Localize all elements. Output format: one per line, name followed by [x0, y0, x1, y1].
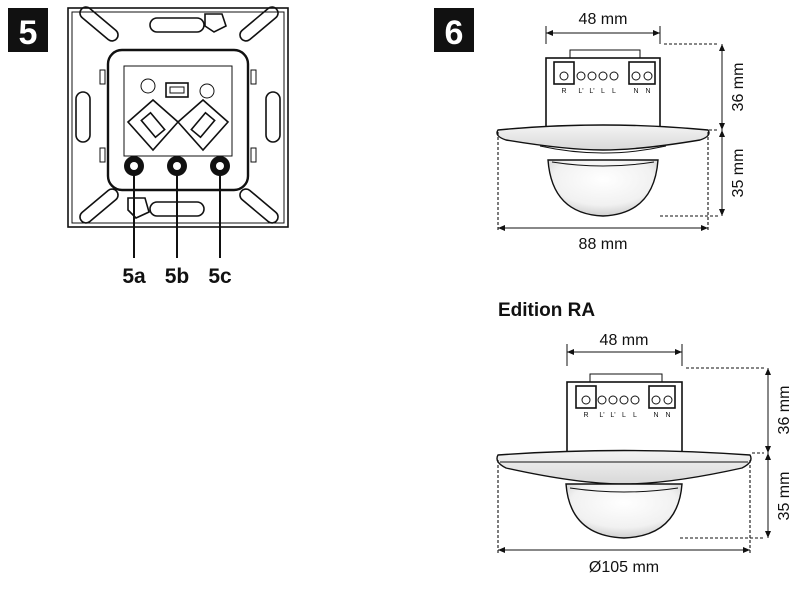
callout-5a: 5a — [122, 265, 146, 288]
standard-base-height: 36 mm — [730, 63, 747, 112]
standard-top-width: 48 mm — [579, 11, 628, 28]
edition-diameter: Ø105 mm — [589, 559, 659, 576]
edition-terminal-l2: L' — [610, 412, 615, 419]
edition-terminal-l3: L — [622, 412, 626, 419]
terminal-l1: L' — [578, 88, 583, 95]
figure-5-number: 5 — [19, 14, 38, 52]
figure-6-badge: 6 — [434, 8, 474, 52]
edition-dome-height: 35 mm — [776, 472, 793, 521]
standard-diameter: 88 mm — [579, 236, 628, 253]
detector-edition-ra: 48 mm R L' L' L L N N Ø105 mm — [496, 332, 793, 576]
terminal-l2: L' — [589, 88, 594, 95]
terminal-l4: L — [612, 88, 616, 95]
terminal-l3: L — [601, 88, 605, 95]
figure-5-badge: 5 — [8, 8, 48, 52]
terminal-n1: N — [633, 88, 638, 95]
edition-top-width: 48 mm — [600, 332, 649, 349]
figure-6-number: 6 — [445, 14, 464, 52]
edition-terminal-n2: N — [665, 412, 670, 419]
detector-standard: 48 mm R L' L' L L N N 88 mm — [496, 11, 747, 253]
edition-terminal-l1: L' — [599, 412, 604, 419]
edition-base-height: 36 mm — [776, 386, 793, 435]
callout-5c: 5c — [208, 265, 232, 288]
edition-terminal-l4: L — [633, 412, 637, 419]
edition-heading: Edition RA — [498, 300, 595, 321]
standard-dome-height: 35 mm — [730, 149, 747, 198]
terminal-r: R — [561, 88, 566, 95]
edition-terminal-n1: N — [653, 412, 658, 419]
callout-5b: 5b — [165, 265, 190, 288]
mounting-plate — [67, 6, 289, 258]
figure-5: 5 — [8, 6, 289, 288]
edition-terminal-r: R — [583, 412, 588, 419]
terminal-n2: N — [645, 88, 650, 95]
